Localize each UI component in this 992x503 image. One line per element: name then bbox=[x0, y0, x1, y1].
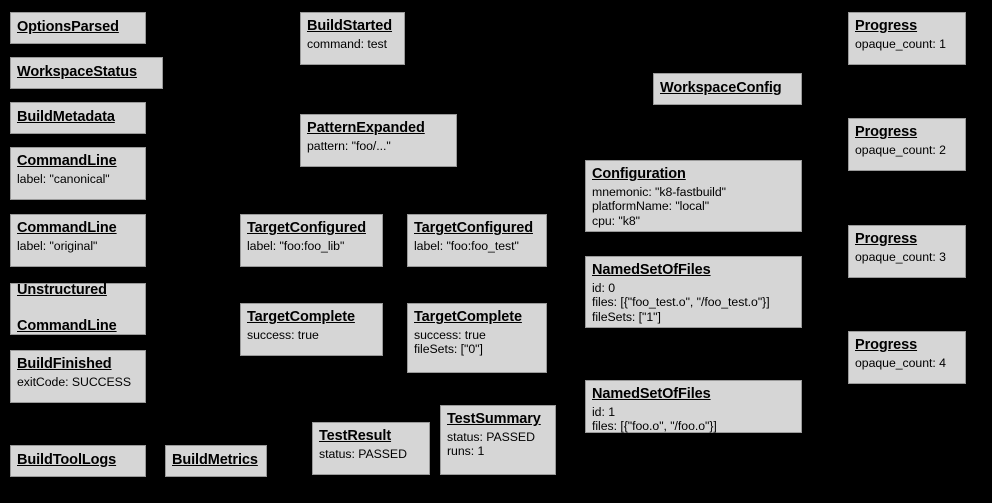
event-node-title-wrap: TargetComplete bbox=[414, 308, 540, 327]
event-node-title-wrap: CommandLine bbox=[17, 152, 139, 171]
event-node-test-summary[interactable]: TestSummary status: PASSED runs: 1 bbox=[440, 405, 556, 475]
event-node-title: Configuration bbox=[592, 166, 686, 182]
event-node-title: TargetComplete bbox=[414, 309, 522, 325]
event-node-title: TestSummary bbox=[447, 411, 541, 427]
event-node-target-configured-foo-test[interactable]: TargetConfigured label: "foo:foo_test" bbox=[407, 214, 547, 267]
event-node-title: BuildMetrics bbox=[172, 452, 258, 469]
event-node-title: PatternExpanded bbox=[307, 120, 425, 136]
event-node-title: Progress bbox=[855, 337, 918, 353]
event-node-attributes: opaque_count: 2 bbox=[855, 142, 946, 157]
event-node-attributes: opaque_count: 1 bbox=[855, 36, 946, 51]
event-node-workspace-status[interactable]: WorkspaceStatus bbox=[10, 57, 163, 89]
event-node-title: OptionsParsed bbox=[17, 19, 119, 36]
event-node-options-parsed[interactable]: OptionsParsed bbox=[10, 12, 146, 44]
event-node-attributes: id: 0 files: [{"foo_test.o", "/foo_test.… bbox=[592, 280, 770, 324]
event-node-title-wrap: Progress bbox=[855, 17, 959, 36]
event-node-pattern-expanded[interactable]: PatternExpanded pattern: "foo/..." bbox=[300, 114, 457, 167]
event-node-title: BuildStarted bbox=[307, 18, 393, 34]
event-node-title: TestResult bbox=[319, 428, 392, 444]
event-node-attributes: opaque_count: 4 bbox=[855, 355, 946, 370]
event-node-title: NamedSetOfFiles bbox=[592, 386, 711, 402]
event-node-command-line-canonical[interactable]: CommandLine label: "canonical" bbox=[10, 147, 146, 200]
event-node-title-wrap: PatternExpanded bbox=[307, 119, 450, 138]
event-node-title: Progress bbox=[855, 124, 918, 140]
event-node-title: BuildToolLogs bbox=[17, 452, 117, 469]
event-node-title: BuildMetadata bbox=[17, 109, 115, 126]
event-node-configuration[interactable]: Configuration mnemonic: "k8-fastbuild" pl… bbox=[585, 160, 802, 232]
event-node-progress-2[interactable]: Progress opaque_count: 2 bbox=[848, 118, 966, 171]
event-node-build-finished[interactable]: BuildFinished exitCode: SUCCESS bbox=[10, 350, 146, 403]
event-node-title-wrap: TestSummary bbox=[447, 410, 549, 429]
event-node-title-wrap: Progress bbox=[855, 336, 959, 355]
event-node-title: NamedSetOfFiles bbox=[592, 262, 711, 278]
event-node-title-wrap: WorkspaceStatus bbox=[17, 63, 137, 82]
event-node-attributes: label: "original" bbox=[17, 238, 98, 253]
event-node-title-wrap: TestResult bbox=[319, 427, 423, 446]
event-node-attributes: status: PASSED bbox=[319, 446, 407, 461]
event-node-target-complete-lib[interactable]: TargetComplete success: true bbox=[240, 303, 383, 356]
event-node-title-wrap: CommandLine bbox=[17, 219, 139, 238]
event-node-target-complete-test[interactable]: TargetComplete success: true fileSets: ["… bbox=[407, 303, 547, 373]
event-node-title-wrap: TargetComplete bbox=[247, 308, 376, 327]
event-node-progress-3[interactable]: Progress opaque_count: 3 bbox=[848, 225, 966, 278]
event-node-attributes: label: "foo:foo_lib" bbox=[247, 238, 345, 253]
event-node-attributes: opaque_count: 3 bbox=[855, 249, 946, 264]
event-node-title: BuildFinished bbox=[17, 356, 112, 372]
event-node-attributes: mnemonic: "k8-fastbuild" platformName: "… bbox=[592, 184, 726, 228]
event-node-title: CommandLine bbox=[17, 317, 117, 334]
event-node-title-wrap: BuildToolLogs bbox=[17, 451, 116, 470]
event-node-build-metrics[interactable]: BuildMetrics bbox=[165, 445, 267, 477]
event-node-title: TargetConfigured bbox=[414, 220, 533, 236]
event-node-attributes: label: "canonical" bbox=[17, 171, 110, 186]
event-node-attributes: status: PASSED runs: 1 bbox=[447, 429, 535, 459]
event-node-progress-4[interactable]: Progress opaque_count: 4 bbox=[848, 331, 966, 384]
event-node-title: TargetConfigured bbox=[247, 220, 366, 236]
event-node-title: TargetComplete bbox=[247, 309, 355, 325]
event-node-title: Unstructured bbox=[17, 281, 107, 298]
event-node-title-wrap: Configuration bbox=[592, 165, 795, 184]
event-node-named-set-of-files-0[interactable]: NamedSetOfFiles id: 0 files: [{"foo_test.… bbox=[585, 256, 802, 328]
event-node-title: CommandLine bbox=[17, 220, 117, 236]
event-node-title: WorkspaceStatus bbox=[17, 64, 137, 81]
event-node-build-metadata[interactable]: BuildMetadata bbox=[10, 102, 146, 134]
event-node-named-set-of-files-1[interactable]: NamedSetOfFiles id: 1 files: [{"foo.o", "… bbox=[585, 380, 802, 433]
event-node-title-wrap: Progress bbox=[855, 123, 959, 142]
event-node-title-wrap: OptionsParsed bbox=[17, 18, 119, 37]
event-node-build-tool-logs[interactable]: BuildToolLogs bbox=[10, 445, 146, 477]
event-node-attributes: exitCode: SUCCESS bbox=[17, 374, 131, 389]
event-node-attributes: success: true fileSets: ["0"] bbox=[414, 327, 486, 357]
event-node-title: CommandLine bbox=[17, 153, 117, 169]
event-node-title-wrap: TargetConfigured bbox=[414, 219, 540, 238]
event-node-title-wrap: BuildFinished bbox=[17, 355, 139, 374]
event-node-command-line-original[interactable]: CommandLine label: "original" bbox=[10, 214, 146, 267]
event-node-title: WorkspaceConfig bbox=[660, 80, 782, 97]
event-node-title-wrap: BuildMetrics bbox=[172, 451, 258, 470]
event-node-title-wrap: BuildStarted bbox=[307, 17, 398, 36]
event-node-workspace-config[interactable]: WorkspaceConfig bbox=[653, 73, 802, 105]
event-node-title-wrap: NamedSetOfFiles bbox=[592, 261, 795, 280]
event-node-attributes: command: test bbox=[307, 36, 387, 51]
event-node-title-wrap: TargetConfigured bbox=[247, 219, 376, 238]
event-node-title: Progress bbox=[855, 231, 918, 247]
event-node-title-wrap: Progress bbox=[855, 230, 959, 249]
event-node-progress-1[interactable]: Progress opaque_count: 1 bbox=[848, 12, 966, 65]
event-node-title-wrap: NamedSetOfFiles bbox=[592, 385, 795, 404]
event-node-title-wrap: BuildMetadata bbox=[17, 108, 115, 127]
event-node-test-result[interactable]: TestResult status: PASSED bbox=[312, 422, 430, 475]
event-node-title: Progress bbox=[855, 18, 918, 34]
event-node-attributes: label: "foo:foo_test" bbox=[414, 238, 519, 253]
event-node-attributes: success: true bbox=[247, 327, 319, 342]
event-node-target-configured-foo-lib[interactable]: TargetConfigured label: "foo:foo_lib" bbox=[240, 214, 383, 267]
event-node-build-started[interactable]: BuildStarted command: test bbox=[300, 12, 405, 65]
event-node-attributes: pattern: "foo/..." bbox=[307, 138, 391, 153]
event-node-title-wrap: WorkspaceConfig bbox=[660, 79, 782, 98]
event-node-attributes: id: 1 files: [{"foo.o", "/foo.o"}] bbox=[592, 404, 717, 434]
